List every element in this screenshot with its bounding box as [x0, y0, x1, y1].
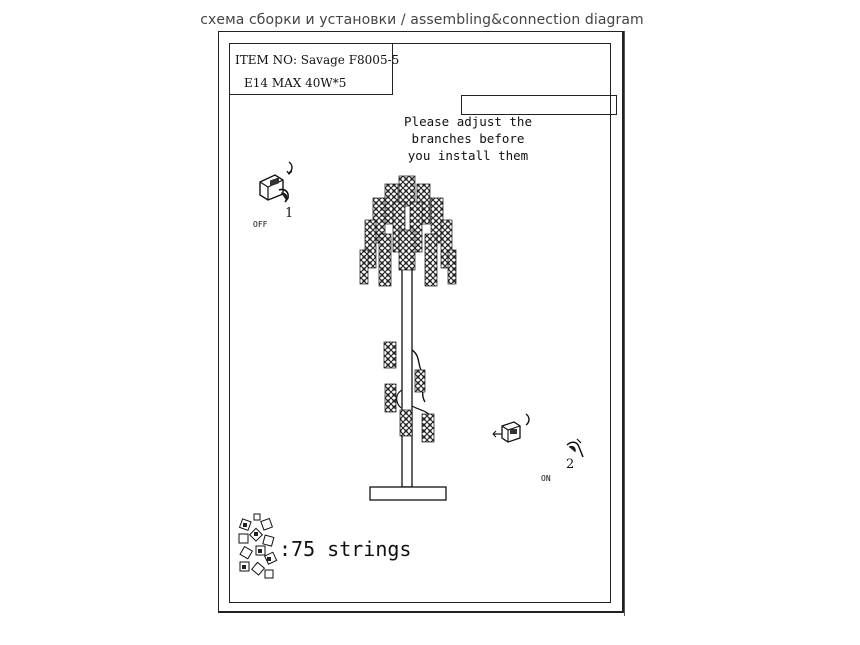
item-number: ITEM NO: Savage F8005-5	[235, 53, 400, 67]
step-2-state: ON	[541, 474, 551, 483]
sheet-inner-frame	[229, 43, 611, 603]
switch-off-icon	[259, 161, 293, 203]
step-1-number: 1	[285, 206, 294, 221]
sheet-outer-frame	[218, 31, 624, 613]
strings-count: :75 strings	[279, 537, 412, 561]
spec-box-item-row	[461, 95, 617, 115]
install-note: Please adjust the branches before you in…	[404, 114, 532, 163]
step-1-state: OFF	[253, 220, 268, 229]
crystal-string-icon	[238, 513, 278, 579]
diagram-header: схема сборки и установки / assembling&co…	[200, 12, 644, 28]
sheet-shadow	[624, 31, 629, 616]
hand-icon	[566, 438, 584, 458]
step-2-number: 2	[566, 457, 575, 472]
switch-on-icon	[492, 413, 530, 443]
floor-lamp-illustration	[359, 175, 457, 501]
bulb-spec: E14 MAX 40W*5	[244, 76, 347, 90]
